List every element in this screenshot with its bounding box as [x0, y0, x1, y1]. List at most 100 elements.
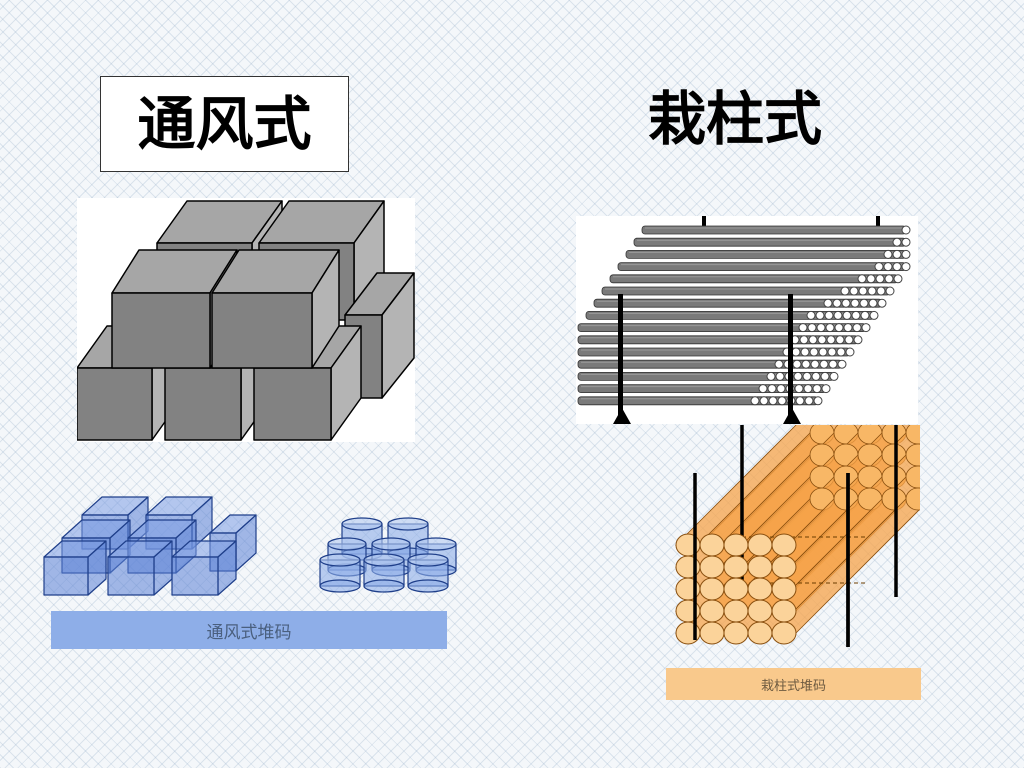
pipe-row: [609, 274, 903, 284]
pipe-post-back-2: [876, 216, 880, 228]
caption-ventilated-stacking: 通风式堆码: [51, 611, 447, 649]
pipe-end: [806, 310, 816, 320]
pipe-end: [817, 335, 827, 345]
pipe-end: [885, 286, 895, 296]
pipe-end: [818, 347, 828, 357]
pipe-end: [875, 274, 885, 284]
log-end: [747, 577, 773, 601]
pipe-row: [577, 371, 839, 381]
log-end: [747, 533, 773, 557]
pipe-row: [577, 323, 871, 333]
title-post: 栽柱式: [648, 85, 823, 153]
gray-pipe-stack-panel: [576, 216, 918, 424]
pipe-end: [901, 249, 911, 259]
pipe-end: [823, 298, 833, 308]
pipe-post-front-2: [788, 294, 793, 416]
title-ventilated: 通风式: [137, 90, 312, 158]
pipe-row: [641, 225, 911, 235]
pipe-end: [892, 237, 902, 247]
pipe-end: [861, 323, 871, 333]
pipe-end: [826, 335, 836, 345]
pipe-end: [810, 359, 820, 369]
pipe-end: [876, 286, 886, 296]
log-end: [699, 621, 725, 645]
pipe-row: [577, 359, 847, 369]
pipe-end: [892, 262, 902, 272]
cylinder-front-1: [319, 553, 361, 593]
pipe-end: [868, 298, 878, 308]
pipe-end: [820, 371, 830, 381]
pipe-end: [802, 371, 812, 381]
log-end: [723, 555, 749, 579]
pipe-end: [804, 396, 814, 406]
pipe-end: [794, 384, 804, 394]
pipe-end: [821, 384, 831, 394]
pipe-end: [816, 323, 826, 333]
pipe-row: [625, 249, 911, 259]
log-end: [747, 599, 773, 623]
pipe-end: [877, 298, 887, 308]
cylinder-front-2: [363, 553, 405, 593]
log-end: [699, 599, 725, 623]
caption-post-stacking: 栽柱式堆码: [666, 668, 921, 700]
blue-cylinder-stack: [319, 517, 457, 593]
cylinder-front-3: [407, 553, 449, 593]
blue-box-front-2: [107, 540, 173, 596]
log-end: [723, 577, 749, 601]
pipe-end: [851, 310, 861, 320]
pipe-end: [883, 262, 893, 272]
pipe-end: [860, 310, 870, 320]
pipe-end: [832, 298, 842, 308]
pipe-end: [829, 371, 839, 381]
log-end: [771, 577, 797, 601]
pipe-end: [759, 396, 769, 406]
pipe-end: [812, 384, 822, 394]
pipe-post-foot-2: [783, 408, 801, 424]
pipe-end: [857, 274, 867, 284]
pipe-end: [766, 371, 776, 381]
pipe-row: [601, 286, 895, 296]
pipe-end: [869, 310, 879, 320]
pipe-end: [883, 249, 893, 259]
pipe-end: [811, 371, 821, 381]
pipe-end: [792, 359, 802, 369]
pipe-row: [577, 396, 823, 406]
pipe-end: [750, 396, 760, 406]
pipe-end: [767, 384, 777, 394]
blue-box-front-3: [171, 540, 237, 596]
pipe-end: [844, 335, 854, 345]
pipe-post-front-1: [618, 294, 623, 416]
log-end: [747, 555, 773, 579]
pipe-end: [853, 335, 863, 345]
pipe-end: [893, 274, 903, 284]
pipe-end: [815, 310, 825, 320]
log-end: [771, 599, 797, 623]
pipe-end: [850, 298, 860, 308]
log-end: [723, 621, 749, 645]
gray-pipe-stack: [577, 216, 911, 424]
pipe-end: [807, 323, 817, 333]
log-end: [771, 533, 797, 557]
pipe-end: [800, 347, 810, 357]
pipe-row: [617, 262, 911, 272]
pipe-end: [791, 347, 801, 357]
log-end: [747, 621, 773, 645]
pipe-end: [852, 323, 862, 333]
pipe-end: [840, 286, 850, 296]
log-end: [699, 533, 725, 557]
pipe-end: [859, 298, 869, 308]
pipe-post-foot-1: [613, 408, 631, 424]
pipe-end: [768, 396, 778, 406]
pipe-end: [845, 347, 855, 357]
gray-cube-stack: [77, 200, 415, 441]
pipe-end: [836, 347, 846, 357]
pipe-end: [867, 286, 877, 296]
pipe-end: [809, 347, 819, 357]
orange-log-stack: [675, 425, 920, 647]
pipe-end: [777, 396, 787, 406]
log-end: [723, 533, 749, 557]
pipe-end: [819, 359, 829, 369]
pipe-row: [593, 298, 887, 308]
pipe-end: [813, 396, 823, 406]
pipe-end: [799, 335, 809, 345]
